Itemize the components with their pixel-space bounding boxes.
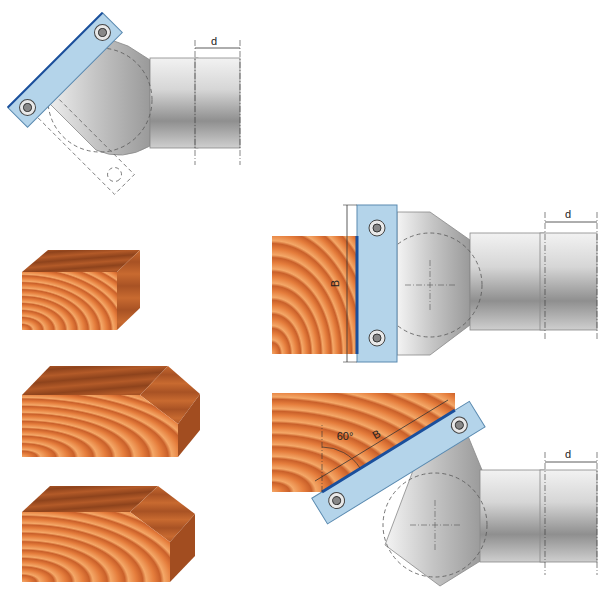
drawing-rect [480, 470, 545, 562]
drawing-line [347, 205, 348, 362]
drawing-line [8, 13, 103, 108]
dimension-label: B [331, 279, 342, 286]
drawing-line [545, 212, 546, 340]
drawing-line [322, 425, 323, 492]
drawing-polygon [178, 394, 200, 457]
drawing-circle [373, 334, 381, 342]
drawing-line [597, 212, 598, 340]
angle-label: 60° [337, 431, 354, 442]
drawing-rect [150, 58, 198, 148]
drawing-line [597, 452, 598, 575]
drawing-line [545, 452, 546, 575]
drawing-line [240, 40, 241, 165]
drawing-circle [373, 224, 381, 232]
drawing-circle [448, 414, 470, 436]
drawing-circle [91, 21, 114, 44]
drawing-rect [540, 470, 597, 562]
drawing-line [195, 40, 196, 165]
drawing-rect [8, 13, 123, 128]
cutter-tilted [8, 13, 240, 195]
dimension-label: d [211, 36, 217, 47]
drawing-circle [16, 96, 39, 119]
drawing-rect [312, 401, 485, 523]
drawing-polygon [170, 514, 195, 582]
drawing-circle [22, 102, 33, 113]
drawing-rect [470, 233, 545, 330]
drawing-line [430, 260, 431, 310]
drawing-line [343, 205, 357, 206]
drawing-line [545, 462, 597, 463]
drawing-line [343, 362, 357, 363]
drawing-line [356, 236, 359, 354]
drawing-circle [97, 27, 108, 38]
drawing-line [195, 48, 240, 49]
dimension-label: d [565, 449, 571, 460]
drawing-rect [357, 205, 397, 362]
drawing-circle [369, 330, 385, 346]
drawing-rect [272, 236, 357, 354]
drawing-polygon [117, 250, 140, 330]
drawing-rect [540, 233, 597, 330]
drawing-line [435, 500, 436, 550]
drawing-circle [383, 473, 487, 577]
drawing-line [322, 410, 455, 492]
drawing-circle [454, 420, 465, 431]
wood-blocks [22, 250, 200, 582]
drawing-line [315, 400, 448, 481]
drawing-polygon [22, 395, 178, 457]
drawing-circle [331, 495, 342, 506]
drawing-circle [369, 220, 385, 236]
cutter-straight [272, 205, 597, 362]
drawing-g [8, 13, 123, 128]
dimension-label: d [565, 209, 571, 220]
drawing-polygon [22, 512, 170, 582]
drawing-g [312, 401, 485, 523]
drawing-circle [105, 165, 125, 185]
drawing-rect [22, 272, 117, 330]
drawing-rect [195, 58, 240, 148]
drawing-circle [326, 490, 348, 512]
drawing-line [545, 222, 597, 223]
cutter-angled [272, 393, 597, 586]
